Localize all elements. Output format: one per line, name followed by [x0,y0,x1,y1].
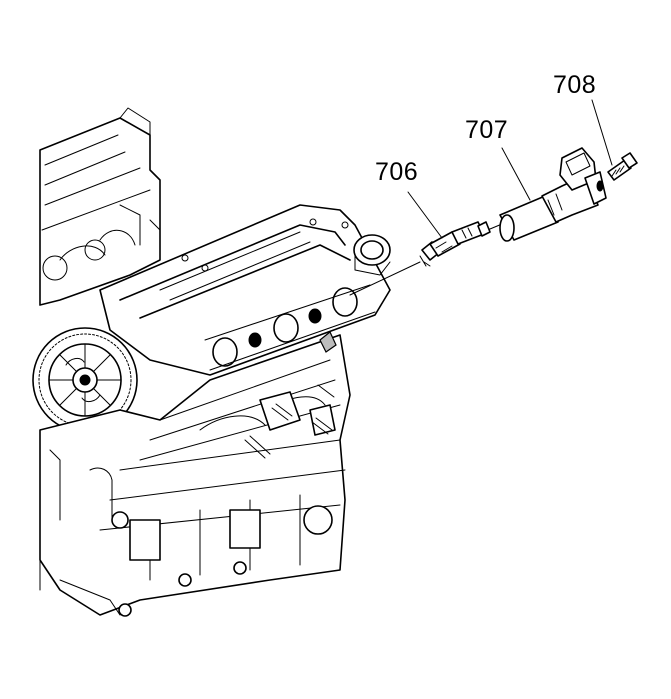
ignition-coil-707 [499,147,607,242]
spark-plug-706 [349,191,503,296]
engine-rear-bank [39,107,161,306]
engine-lower-block [39,331,351,617]
valve-cover [99,204,391,376]
timing-pulley [32,327,138,433]
block-bolts [244,384,335,459]
bolt-708 [591,99,638,181]
callout-708: 708 [553,71,597,99]
callout-706: 706 [375,158,419,186]
callout-707: 707 [465,116,509,144]
